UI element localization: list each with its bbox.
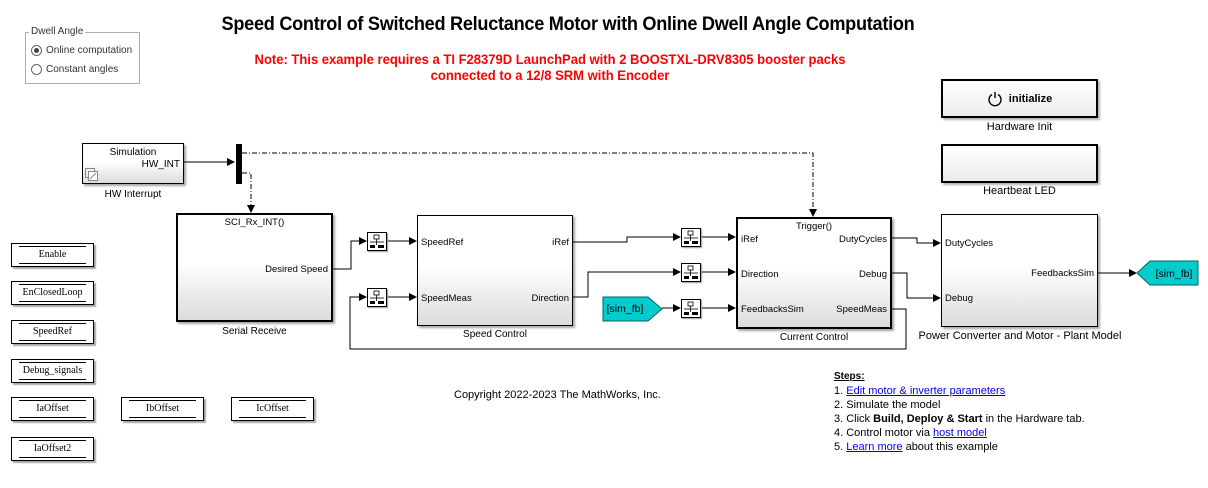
- hardware-init-label: Hardware Init: [986, 121, 1053, 133]
- port-direction: Direction: [741, 269, 779, 280]
- port-speedmeas: SpeedMeas: [421, 293, 472, 304]
- speed-control-label: Speed Control: [463, 329, 527, 340]
- rate-transition-icon: [684, 301, 698, 315]
- port-hw-int: HW_INT: [141, 159, 180, 170]
- from-tag-shape: [602, 296, 663, 322]
- heartbeat-led-label: Heartbeat LED: [983, 185, 1056, 197]
- port-desired-speed: Desired Speed: [265, 264, 328, 275]
- rate-transition-2[interactable]: [367, 288, 387, 307]
- note-line-1: Note: This example requires a TI F28379D…: [254, 51, 846, 67]
- rate-transition-icon: [370, 234, 384, 248]
- rate-transition-4[interactable]: [681, 263, 701, 282]
- trigger-port: SCI_Rx_INT(): [224, 217, 285, 228]
- rate-transition-1[interactable]: [367, 232, 387, 251]
- rate-transition-5[interactable]: [681, 299, 701, 318]
- hw-interrupt-block[interactable]: Simulation HW_INT: [82, 143, 184, 184]
- port-speedmeas: SpeedMeas: [836, 304, 887, 315]
- step-4-pre: 4. Control motor via: [834, 427, 934, 439]
- wire-fcn-call-serial: [242, 172, 255, 213]
- var-iboffset[interactable]: IbOffset: [121, 397, 204, 421]
- step-3-pre: 3. Click: [834, 413, 874, 425]
- rate-transition-icon: [684, 265, 698, 279]
- copyright: Copyright 2022-2023 The MathWorks, Inc.: [454, 389, 661, 401]
- step-4: 4. Control motor via host model: [834, 426, 1085, 440]
- step-1: 1. Edit motor & inverter parameters: [834, 384, 1085, 398]
- radio-label: Online computation: [46, 45, 133, 56]
- step-3-bold: Build, Deploy & Start: [873, 413, 983, 425]
- step-5: 5. Learn more about this example: [834, 440, 1085, 454]
- var-enclosedloop[interactable]: EnClosedLoop: [11, 281, 94, 305]
- port-direction: Direction: [531, 293, 570, 304]
- var-enable[interactable]: Enable: [11, 243, 94, 267]
- step-3: 3. Click Build, Deploy & Start in the Ha…: [834, 412, 1085, 426]
- dwell-angle-group: [25, 32, 140, 84]
- var-iaoffset2[interactable]: IaOffset2: [11, 437, 94, 461]
- port-iref: iRef: [741, 234, 758, 245]
- from-tag-sim-fb[interactable]: [sim_fb]: [606, 303, 644, 315]
- port-feedbackssim: FeedbacksSim: [1031, 268, 1094, 279]
- goto-tag-sim-fb[interactable]: [sim_fb]: [1155, 267, 1193, 280]
- var-icoffset[interactable]: IcOffset: [231, 397, 314, 421]
- step-3-post: in the Hardware tab.: [982, 413, 1085, 425]
- model-title: Speed Control of Switched Reluctance Mot…: [221, 13, 915, 35]
- step-number: 1.: [834, 385, 844, 397]
- step-2: 2. Simulate the model: [834, 399, 941, 411]
- port-dutycycles: DutyCycles: [838, 234, 887, 245]
- radio-constant-angles[interactable]: Constant angles: [31, 64, 118, 75]
- dwell-angle-legend: Dwell Angle: [29, 26, 86, 37]
- wire-direction: [572, 268, 681, 298]
- var-iaoffset[interactable]: IaOffset: [11, 397, 94, 421]
- hardware-note: Note: This example requires a TI F28379D…: [169, 51, 932, 83]
- demux-bar: [236, 144, 242, 184]
- radio-selected-icon[interactable]: [31, 45, 42, 56]
- serial-receive-block[interactable]: SCI_Rx_INT() Desired Speed: [176, 213, 333, 322]
- var-speedref[interactable]: SpeedRef: [11, 320, 94, 344]
- wire-fcn-call-current: [242, 152, 817, 217]
- heartbeat-led[interactable]: [941, 144, 1098, 183]
- current-control-block[interactable]: Trigger() iRef Direction FeedbacksSim Du…: [736, 217, 892, 329]
- plant-model-block[interactable]: DutyCycles Debug FeedbacksSim: [941, 214, 1098, 327]
- trigger-port: Trigger(): [795, 221, 833, 232]
- wire-dutycycles: [891, 237, 941, 247]
- current-control-label: Current Control: [779, 332, 849, 343]
- radio-label: Constant angles: [46, 64, 119, 75]
- wire-desired-speed: [332, 237, 367, 270]
- initialize-label: initialize: [1008, 92, 1053, 105]
- rate-transition-icon: [370, 290, 384, 304]
- goto-tag-shape: [1136, 260, 1199, 286]
- steps-heading: Steps:: [834, 371, 865, 382]
- port-speedref: SpeedRef: [421, 237, 464, 248]
- port-feedbackssim: FeedbacksSim: [741, 304, 804, 315]
- port-debug: Debug: [945, 293, 973, 304]
- radio-unselected-icon[interactable]: [31, 64, 42, 75]
- plant-model-label: Power Converter and Motor - Plant Model: [918, 330, 1122, 342]
- port-iref: iRef: [552, 237, 569, 248]
- note-line-2: connected to a 12/8 SRM with Encoder: [430, 67, 670, 83]
- wire-iref: [572, 233, 681, 243]
- var-debug-signals[interactable]: Debug_signals: [11, 359, 94, 383]
- subsystem-icon: [85, 168, 98, 181]
- step-5-post: about this example: [902, 441, 998, 453]
- host-model-link[interactable]: host model: [933, 427, 987, 439]
- step-number: 5.: [834, 441, 844, 453]
- port-debug: Debug: [859, 269, 887, 280]
- rate-transition-icon: [684, 230, 698, 244]
- hw-interrupt-label: HW Interrupt: [104, 189, 162, 200]
- speed-control-block[interactable]: SpeedRef SpeedMeas iRef Direction: [417, 215, 573, 326]
- hw-interrupt-title: Simulation: [109, 147, 157, 158]
- learn-more-link[interactable]: Learn more: [846, 441, 903, 453]
- steps-panel: Steps: 1. Edit motor & inverter paramete…: [834, 370, 1085, 454]
- initialize-button[interactable]: initialize: [941, 79, 1098, 118]
- rate-transition-3[interactable]: [681, 228, 701, 247]
- power-icon: [988, 91, 1002, 106]
- serial-receive-label: Serial Receive: [222, 326, 287, 337]
- radio-online-computation[interactable]: Online computation: [31, 45, 132, 56]
- edit-parameters-link[interactable]: Edit motor & inverter parameters: [846, 385, 1006, 397]
- wire-debug: [891, 272, 941, 302]
- port-dutycycles: DutyCycles: [945, 238, 994, 249]
